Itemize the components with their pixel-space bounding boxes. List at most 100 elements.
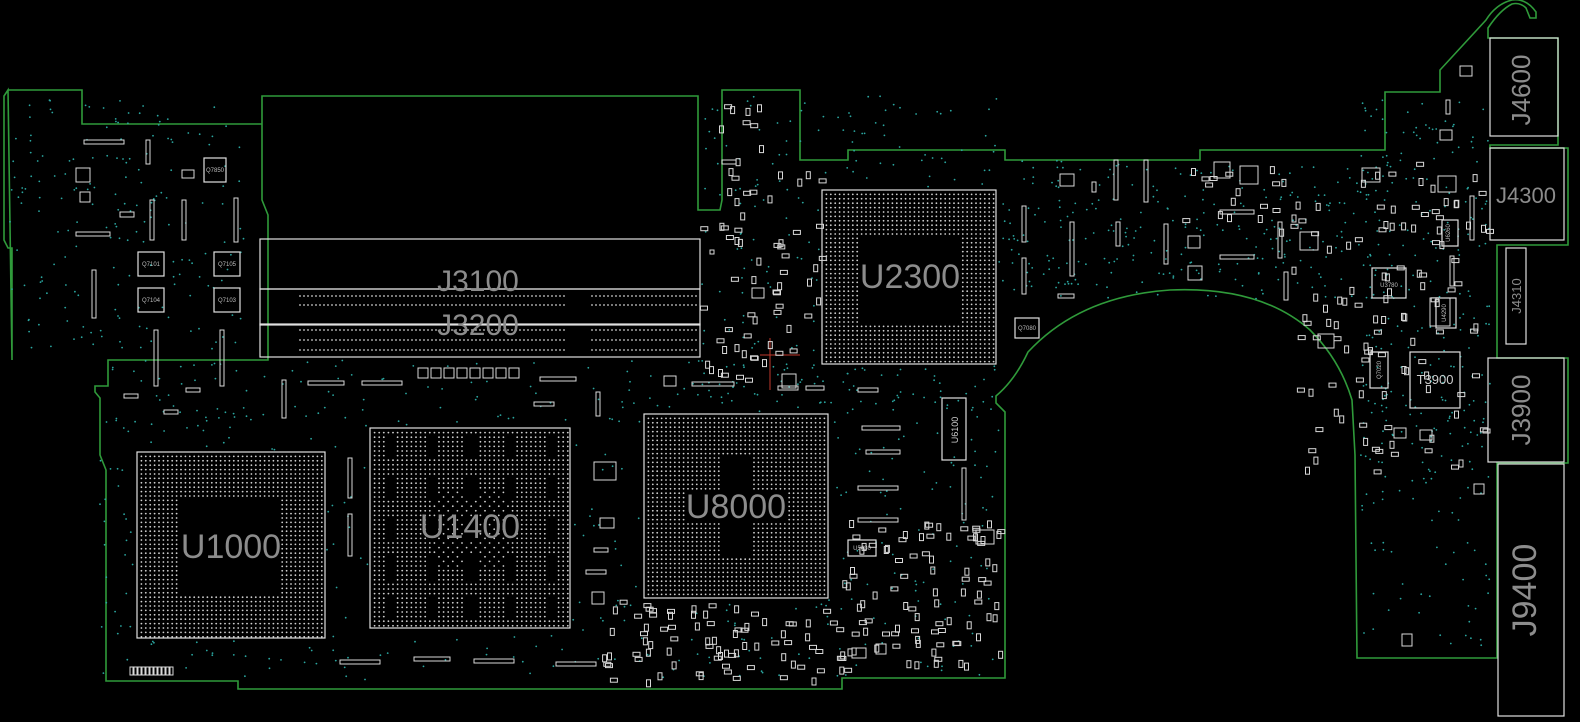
bga-ball — [900, 202, 903, 205]
bga-ball — [285, 512, 288, 515]
bga-ball — [228, 455, 231, 458]
bga-ball — [516, 542, 519, 544]
bga-ball — [320, 464, 323, 467]
via — [1199, 229, 1202, 232]
connector-pin — [435, 329, 437, 331]
bga-ball — [557, 482, 560, 485]
bga-ball — [144, 552, 147, 555]
bga-ball — [520, 473, 523, 475]
via — [1292, 219, 1295, 222]
bga-ball — [290, 605, 292, 607]
bga-ball — [149, 618, 152, 621]
via — [1361, 504, 1363, 507]
via — [150, 423, 153, 426]
via — [156, 114, 159, 117]
u2300-package[interactable] — [821, 189, 997, 365]
via — [1325, 204, 1328, 206]
bga-ball — [158, 512, 160, 515]
via — [1421, 371, 1423, 374]
bga-ball — [171, 635, 174, 638]
bga-ball — [149, 600, 152, 603]
bga-ball — [543, 496, 546, 498]
via — [976, 416, 979, 418]
bga-ball — [493, 431, 496, 434]
bga-ball — [865, 343, 867, 345]
bga-ball — [957, 219, 960, 222]
via — [803, 102, 806, 104]
bga-ball — [539, 477, 542, 480]
bga-ball — [219, 596, 222, 599]
bga-ball — [392, 473, 394, 475]
via — [198, 133, 201, 136]
u1400-package[interactable] — [369, 427, 571, 629]
bga-ball — [140, 508, 143, 511]
bga-ball — [851, 228, 854, 231]
via — [332, 394, 334, 396]
bga-ball — [970, 303, 973, 306]
bga-ball — [917, 193, 920, 196]
bga-ball — [405, 463, 408, 466]
bga-ball — [285, 631, 288, 634]
bga-ball — [281, 574, 284, 577]
bga-ball — [474, 468, 477, 471]
connector-pin — [299, 349, 301, 351]
via — [223, 241, 226, 244]
via — [788, 234, 790, 236]
bga-ball — [543, 440, 546, 443]
bga-ball — [237, 455, 240, 458]
via — [232, 654, 235, 656]
bga-ball — [975, 211, 977, 213]
via — [856, 549, 859, 552]
bga-ball — [405, 491, 408, 494]
bga-ball — [382, 477, 385, 480]
bga-ball — [263, 600, 266, 603]
bga-ball — [456, 450, 459, 452]
via — [49, 108, 52, 111]
via — [1452, 123, 1455, 126]
u1000-package[interactable] — [136, 451, 326, 639]
bga-ball — [149, 477, 152, 480]
bga-ball — [525, 519, 528, 521]
bga-ball — [294, 587, 297, 590]
bga-ball — [237, 468, 240, 471]
bga-ball — [180, 622, 182, 625]
bga-ball — [312, 486, 314, 489]
bga-ball — [312, 503, 314, 506]
connector-pin — [471, 295, 473, 297]
via — [697, 393, 699, 396]
bga-ball — [373, 463, 376, 466]
connector-pin — [403, 349, 405, 351]
bga-ball — [957, 325, 960, 328]
via — [767, 265, 770, 268]
via — [990, 408, 992, 410]
bga-ball — [988, 268, 991, 271]
connector-pin — [427, 329, 429, 331]
bga-ball — [988, 290, 991, 293]
bga-ball — [263, 627, 266, 629]
bga-ball — [424, 509, 427, 512]
bga-ball — [184, 473, 187, 475]
bga-ball — [829, 277, 832, 279]
via — [125, 161, 128, 164]
bga-ball — [484, 436, 486, 439]
connector-pin — [475, 304, 477, 306]
bga-ball — [970, 255, 973, 257]
j3200-outline[interactable] — [259, 323, 701, 358]
bga-ball — [961, 325, 964, 328]
bga-ball — [180, 468, 182, 471]
via — [10, 189, 13, 191]
bga-ball — [895, 211, 898, 213]
bga-ball — [539, 450, 542, 452]
bga-ball — [415, 509, 417, 512]
via — [512, 416, 515, 419]
bga-ball — [140, 569, 143, 572]
via — [1425, 481, 1427, 484]
bga-ball — [992, 215, 995, 218]
via — [1165, 249, 1168, 252]
bga-ball — [557, 463, 560, 466]
bga-ball — [285, 552, 288, 555]
via — [713, 137, 716, 140]
bga-ball — [957, 343, 960, 345]
via — [119, 100, 121, 102]
